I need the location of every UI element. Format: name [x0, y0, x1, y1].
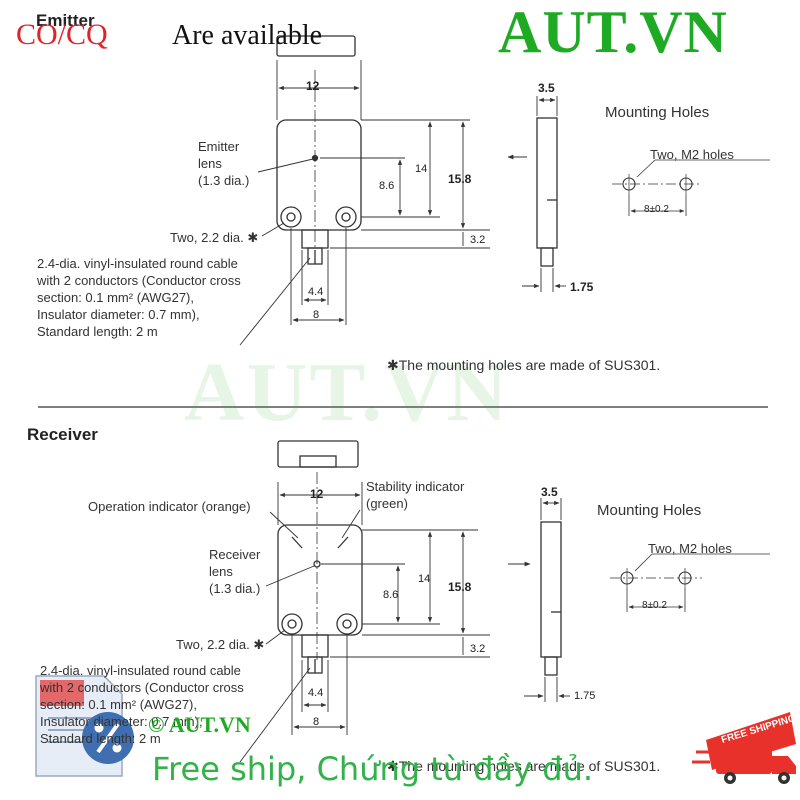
emitter-footnote: ✱The mounting holes are made of SUS301. [387, 357, 661, 373]
receiver-title: Receiver [27, 425, 98, 444]
stability-indicator-label: Stability indicator(green) [366, 479, 465, 511]
emitter-dim-8: 8 [313, 309, 320, 321]
emitter-title: Emitter [36, 11, 95, 30]
receiver-dim-3-5: 3.5 [541, 485, 558, 499]
document-percent-icon [35, 675, 134, 777]
emitter-mounting-holes [612, 159, 770, 216]
free-shipping-badge [692, 712, 796, 784]
watermark-text: AUT.VN [184, 346, 510, 439]
receiver-dim-15-8: 15.8 [448, 580, 472, 594]
emitter-front-view [276, 70, 362, 265]
receiver-dim-3-2: 3.2 [470, 643, 486, 655]
emitter-dim-4-4: 4.4 [308, 286, 324, 298]
receiver-dim-1-75: 1.75 [574, 690, 596, 702]
emitter-dim-1-75: 1.75 [570, 280, 594, 294]
co-cq-label: CO/CQ [16, 18, 108, 51]
emitter-top-view [276, 35, 356, 57]
emitter-dim-3-2: 3.2 [470, 234, 486, 246]
receiver-dim-8-6: 8.6 [383, 589, 399, 601]
available-label: Are available [172, 20, 323, 51]
emitter-mounting-dim: 8±0.2 [644, 204, 669, 215]
receiver-dim-4-4: 4.4 [308, 687, 324, 699]
receiver-mounting-label: Two, M2 holes [648, 541, 732, 556]
receiver-side-view [508, 498, 570, 702]
emitter-dim-width: 12 [306, 79, 320, 93]
emitter-mounting-label: Two, M2 holes [650, 147, 734, 162]
receiver-dim-14: 14 [418, 573, 431, 585]
emitter-mounting-title: Mounting Holes [605, 104, 710, 121]
receiver-mounting-dim: 8±0.2 [642, 600, 667, 611]
emitter-dim-15-8: 15.8 [448, 172, 472, 186]
small-brand-logo: © AUT.VN [148, 712, 251, 737]
receiver-holes-label: Two, 2.2 dia. ✱ [176, 637, 265, 652]
operation-indicator-label: Operation indicator (orange) [88, 499, 251, 514]
emitter-dimension-lines [239, 60, 490, 346]
receiver-front-view [277, 472, 363, 674]
receiver-mounting-holes [610, 553, 770, 612]
receiver-mounting-title: Mounting Holes [597, 502, 702, 519]
free-ship-text: Free ship, Chứng từ đầy đủ. [152, 750, 594, 788]
receiver-dimension-lines [239, 482, 490, 763]
emitter-side-view [507, 96, 566, 292]
emitter-dim-14: 14 [415, 163, 428, 175]
receiver-top-view [277, 440, 359, 468]
receiver-dim-width: 12 [310, 487, 324, 501]
emitter-dim-3-5: 3.5 [538, 81, 555, 95]
emitter-holes-label: Two, 2.2 dia. ✱ [170, 230, 259, 245]
receiver-footnote: ✱The mounting holes are made of SUS301. [387, 758, 661, 774]
brand-logo: AUT.VN [498, 0, 728, 65]
emitter-dim-8-6: 8.6 [379, 180, 395, 192]
receiver-dim-8: 8 [313, 716, 320, 728]
